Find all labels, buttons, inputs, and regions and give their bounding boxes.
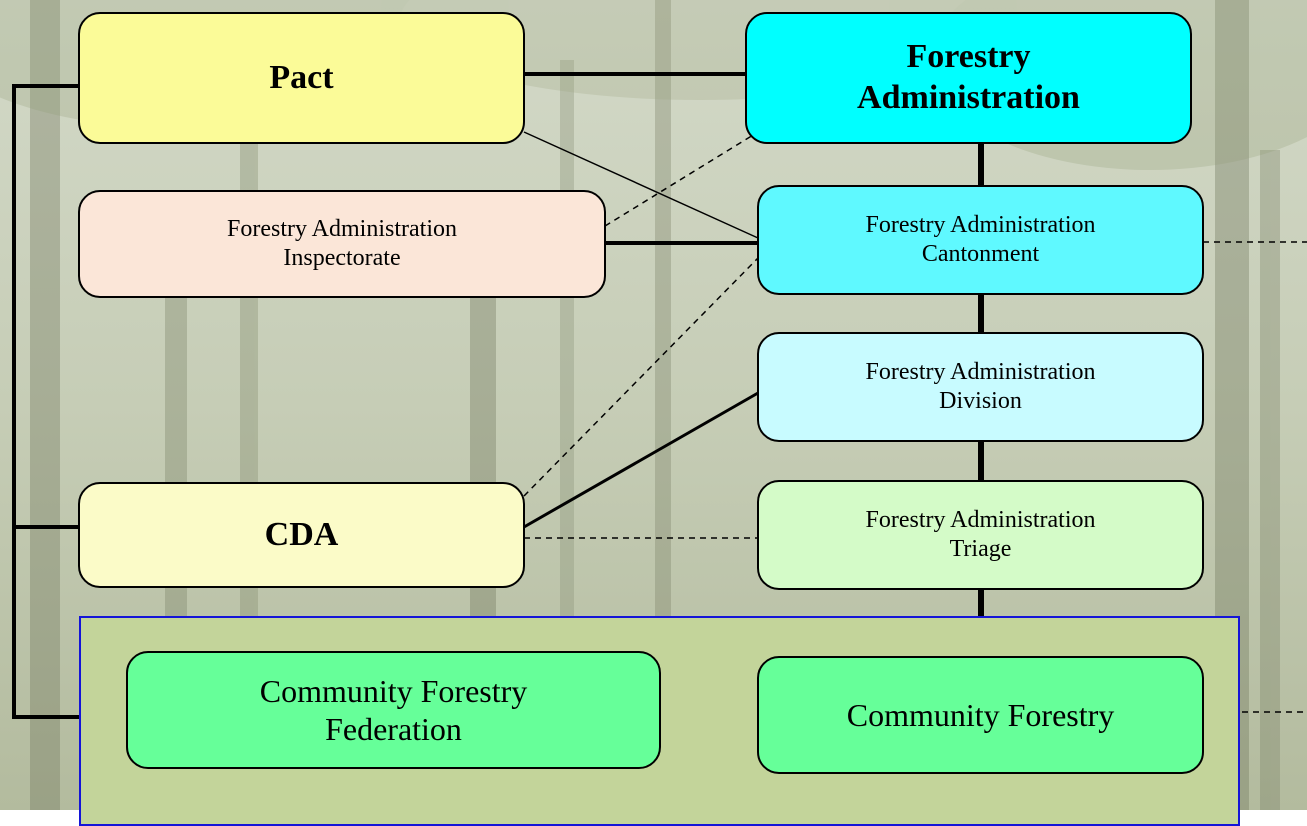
cda-node: CDA — [78, 482, 525, 588]
connectors — [12, 72, 1307, 719]
cda-cantonment-dashed — [523, 257, 759, 497]
federation-label: Community Forestry Federation — [259, 672, 528, 747]
federation-node: Community Forestry Federation — [126, 651, 661, 769]
community-forestry-label: Community Forestry — [846, 696, 1115, 733]
inspectorate-fa-dashed — [604, 131, 759, 227]
cantonment-node: Forestry Administration Cantonment — [757, 185, 1204, 295]
triage-label: Forestry Administration Triage — [865, 507, 1096, 562]
inspectorate-node: Forestry Administration Inspectorate — [78, 190, 606, 298]
cda-label: CDA — [264, 515, 339, 553]
forestry-administration-node: Forestry Administration — [745, 12, 1192, 144]
community-forestry-node: Community Forestry — [757, 656, 1204, 774]
cda-division-line — [523, 391, 759, 529]
pact-label: Pact — [269, 58, 334, 96]
division-label: Forestry Administration Division — [865, 359, 1096, 414]
division-node: Forestry Administration Division — [757, 332, 1204, 442]
triage-node: Forestry Administration Triage — [757, 480, 1204, 590]
forestry-administration-label: Forestry Administration — [857, 38, 1080, 116]
cantonment-label: Forestry Administration Cantonment — [865, 212, 1096, 267]
pact-node: Pact — [78, 12, 525, 144]
pact-cantonment-line — [523, 131, 759, 239]
inspectorate-label: Forestry Administration Inspectorate — [227, 216, 457, 271]
